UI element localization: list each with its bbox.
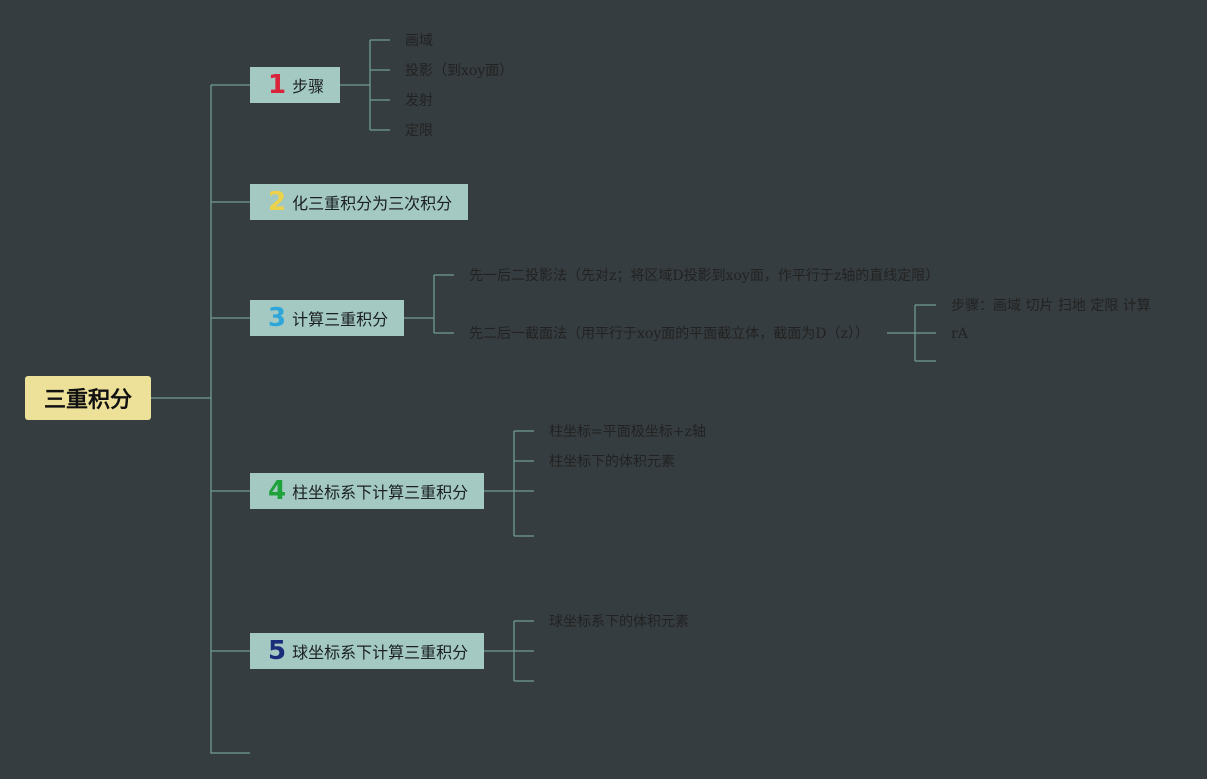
leaf-1-1[interactable]: 画域 — [405, 33, 433, 49]
branch-number-1: 1 — [268, 70, 287, 100]
leaf-5-1[interactable]: 球坐标系下的体积元素 — [549, 614, 689, 630]
branch-node-5[interactable]: 5 球坐标系下计算三重积分 — [250, 633, 484, 669]
branch-number-4: 4 — [268, 476, 287, 506]
leaf-1-4[interactable]: 定限 — [405, 123, 433, 139]
leaf-3-1[interactable]: 先一后二投影法（先对z；将区域D投影到xoy面，作平行于z轴的直线定限） — [469, 268, 940, 284]
leaf-3-2[interactable]: 先二后一截面法（用平行于xoy面的平面截立体，截面为D（z）） — [469, 326, 869, 342]
leaf-3-2-2[interactable]: rA — [951, 326, 968, 342]
branch-node-4[interactable]: 4 柱坐标系下计算三重积分 — [250, 473, 484, 509]
branch-label-5: 球坐标系下计算三重积分 — [292, 643, 469, 662]
branch-node-2[interactable]: 2 化三重积分为三次积分 — [250, 184, 468, 220]
branch-number-5: 5 — [268, 636, 287, 666]
leaf-4-1[interactable]: 柱坐标=平面极坐标+z轴 — [549, 424, 706, 440]
branch-node-1[interactable]: 1 步骤 — [250, 67, 340, 103]
leaf-4-2[interactable]: 柱坐标下的体积元素 — [549, 454, 675, 470]
branch-number-3: 3 — [268, 303, 287, 333]
branch-number-2: 2 — [268, 187, 287, 217]
branch-node-3[interactable]: 3 计算三重积分 — [250, 300, 404, 336]
branch-label-2: 化三重积分为三次积分 — [292, 194, 453, 213]
branch-label-3: 计算三重积分 — [292, 310, 389, 329]
root-node[interactable]: 三重积分 — [25, 376, 151, 420]
branch-label-4: 柱坐标系下计算三重积分 — [292, 483, 469, 502]
branch-label-1: 步骤 — [292, 77, 325, 96]
leaf-3-2-1[interactable]: 步骤：画域 切片 扫地 定限 计算 — [951, 298, 1151, 314]
leaf-1-2[interactable]: 投影（到xoy面） — [405, 63, 514, 79]
root-label: 三重积分 — [43, 388, 132, 413]
leaf-1-3[interactable]: 发射 — [405, 93, 433, 109]
